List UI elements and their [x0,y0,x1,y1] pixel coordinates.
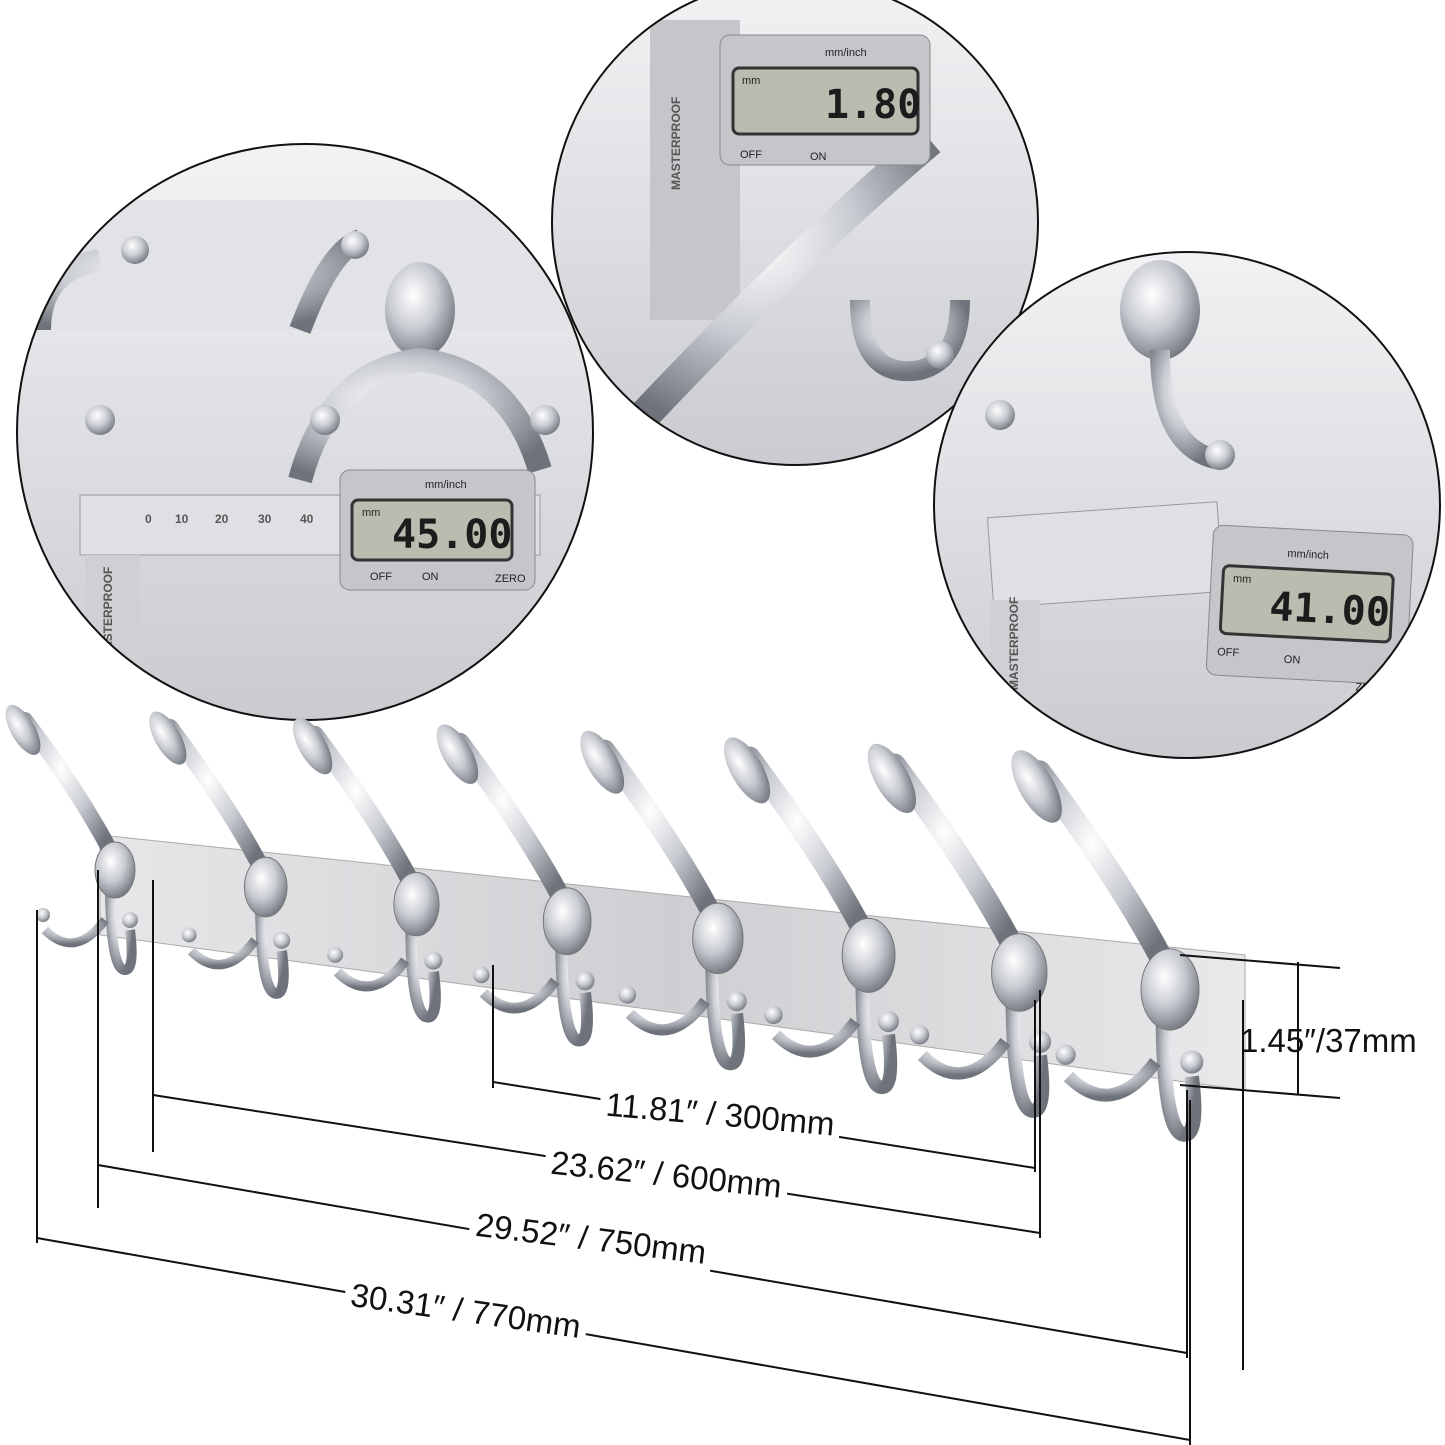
lcd-unit-button-label: mm/inch [825,47,867,59]
scale-tick: 40 [300,512,314,526]
scale-tick: 30 [258,512,272,526]
caliper-brand: MASTERPROOF [101,567,115,660]
coat-hook [867,743,1052,1118]
scale-tick: 10 [175,512,189,526]
coat-hook [580,730,747,1071]
lcd-unit-button-label: mm/inch [425,479,467,491]
off-label: OFF [1217,646,1240,659]
off-label: OFF [740,149,762,161]
dimension-height: 1.45″/37mm [1240,1022,1417,1059]
zero-label: ZERO [495,573,526,585]
lcd-reading: 41.00 [1268,584,1391,636]
coat-hook [292,717,443,1023]
dimension-lines [36,870,1341,1445]
on-label: ON [1284,654,1301,667]
lcd-unit: mm [742,75,760,87]
coat-hook [436,724,595,1047]
hooks [5,705,1204,1142]
on-label: ON [422,571,439,583]
lcd-reading: 45.00 [392,512,512,558]
lcd-unit: mm [362,507,380,519]
coat-hook [1011,750,1204,1142]
on-label: ON [810,151,827,163]
caliper-brand: MASTERPROOF [669,97,683,190]
lcd-unit-button-label: mm/inch [1287,548,1329,562]
scale-tick: 20 [215,512,229,526]
coat-hook [149,711,291,999]
caliper-brand: MASTERPROOF [1007,597,1021,690]
off-label: OFF [370,571,392,583]
coat-hook [723,737,899,1095]
callout-circle-hook-thickness: MASTERPROOF mm/inch mm 1.80 OFF ON [551,0,1039,466]
callout-circle-hook-depth: MASTERPROOF mm/inch mm 41.00 OFF ON ZERO [933,251,1441,759]
zero-label: ZERO [1355,682,1387,696]
scale-tick: 0 [145,512,152,526]
lcd-unit: mm [1233,573,1252,586]
callout-circle-hook-width: 0 10 20 30 40 MASTERPROOF mm/inch mm 45.… [16,143,594,721]
lcd-reading: 1.80 [825,82,921,128]
